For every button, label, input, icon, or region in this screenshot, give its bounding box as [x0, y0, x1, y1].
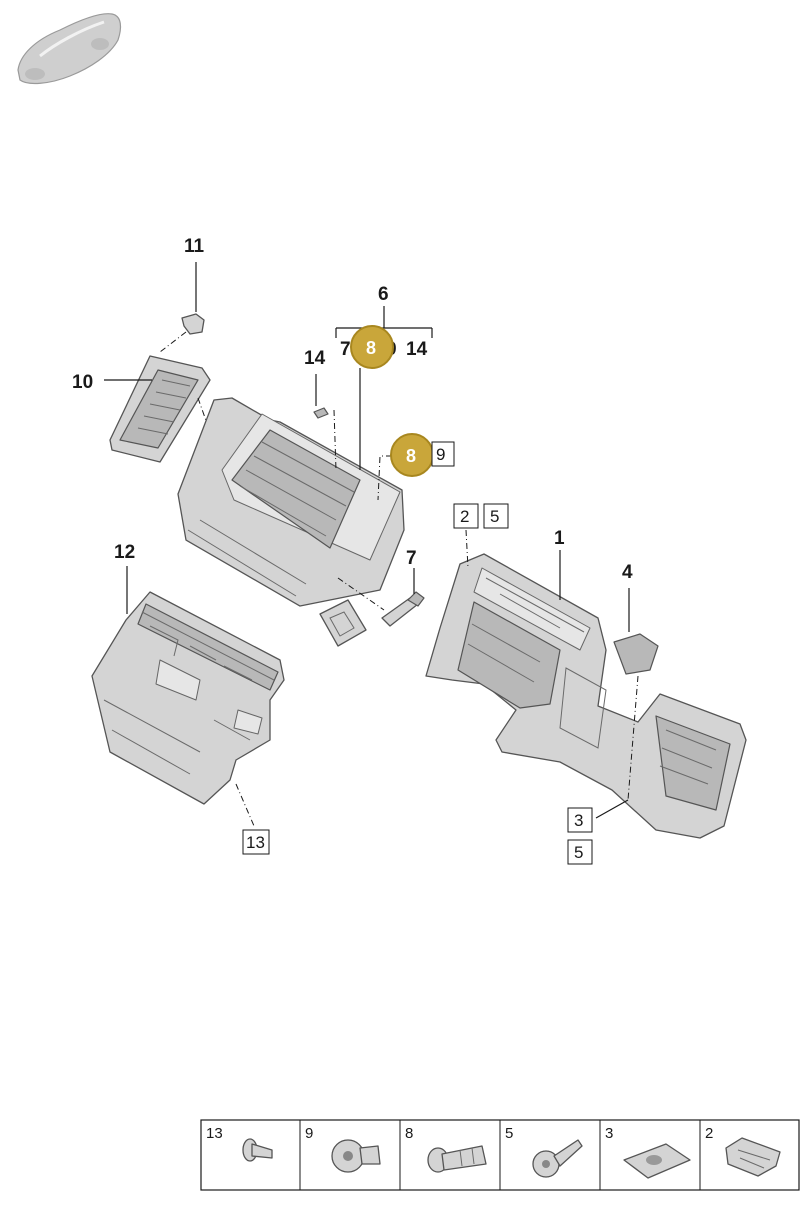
callout-6[interactable]: 6: [378, 284, 389, 305]
boxed-label-9[interactable]: 9: [436, 445, 445, 464]
boxed-2-frame: [453, 503, 479, 529]
car-thumbnail-icon[interactable]: [17, 13, 122, 85]
bolt-icon: [242, 1138, 273, 1162]
part-7-bolt[interactable]: [381, 591, 425, 627]
screw-icon: [532, 1139, 583, 1178]
part-12-plate[interactable]: [91, 591, 285, 805]
callout-1[interactable]: 1: [554, 528, 565, 549]
part-4-bracket[interactable]: [613, 633, 659, 675]
part-14-clip[interactable]: [313, 407, 329, 419]
legend-cell-3[interactable]: 3: [605, 1125, 691, 1179]
boxed-label-3[interactable]: 3: [574, 811, 583, 830]
part-10-vent[interactable]: [109, 355, 211, 463]
legend-cell-13[interactable]: 13: [206, 1125, 273, 1162]
svg-text:8: 8: [406, 446, 416, 466]
hardware-legend: 13 9 8 5: [200, 1119, 800, 1191]
hotspot-part-8-top[interactable]: 8: [350, 325, 394, 369]
part-11-clip[interactable]: [181, 313, 205, 335]
legend-cell-5[interactable]: 5: [505, 1125, 583, 1178]
spring-clip-icon: [725, 1137, 781, 1177]
legend-cell-9[interactable]: 9: [305, 1125, 381, 1173]
legend-cell-2[interactable]: 2: [705, 1125, 781, 1177]
boxed-label-5b[interactable]: 5: [574, 843, 583, 862]
dash-13: [235, 783, 255, 827]
boxed-5a-frame: [483, 503, 509, 529]
expanding-rivet-icon: [427, 1145, 487, 1173]
svg-text:8: 8: [405, 1125, 413, 1142]
part-1-carrier[interactable]: [425, 553, 747, 839]
boxed-13-frame: [242, 829, 270, 855]
center-console-housing[interactable]: [177, 397, 405, 647]
svg-text:5: 5: [505, 1125, 513, 1142]
group6-label-7[interactable]: 7: [340, 339, 351, 360]
callout-4[interactable]: 4: [622, 562, 633, 583]
boxed-9-frame: [431, 441, 455, 467]
svg-text:9: 9: [305, 1125, 313, 1142]
callout-7[interactable]: 7: [406, 548, 417, 569]
boxed-5b-frame: [567, 839, 593, 865]
dash-14: [333, 409, 337, 471]
svg-text:8: 8: [366, 338, 376, 358]
group6-label-14[interactable]: 14: [406, 339, 428, 360]
dash-7: [337, 577, 385, 611]
leader-3: [595, 799, 629, 819]
boxed-label-5a[interactable]: 5: [490, 507, 499, 526]
callout-12[interactable]: 12: [114, 542, 135, 563]
clip-nut-icon: [331, 1139, 381, 1173]
dash-11: [159, 331, 187, 353]
svg-text:2: 2: [705, 1125, 713, 1142]
boxed-label-13[interactable]: 13: [246, 833, 265, 852]
svg-text:3: 3: [605, 1125, 613, 1142]
svg-text:13: 13: [206, 1125, 223, 1142]
callout-11[interactable]: 11: [184, 236, 205, 257]
boxed-label-2[interactable]: 2: [460, 507, 469, 526]
callout-10[interactable]: 10: [72, 372, 93, 393]
boxed-3-frame: [567, 807, 593, 833]
dash-2-5: [465, 529, 469, 569]
hotspot-part-8-mid[interactable]: 8: [390, 433, 434, 477]
dash-9: [377, 455, 392, 501]
callout-14[interactable]: 14: [304, 348, 326, 369]
legend-cell-8[interactable]: 8: [405, 1125, 487, 1173]
speed-nut-icon: [623, 1143, 691, 1179]
